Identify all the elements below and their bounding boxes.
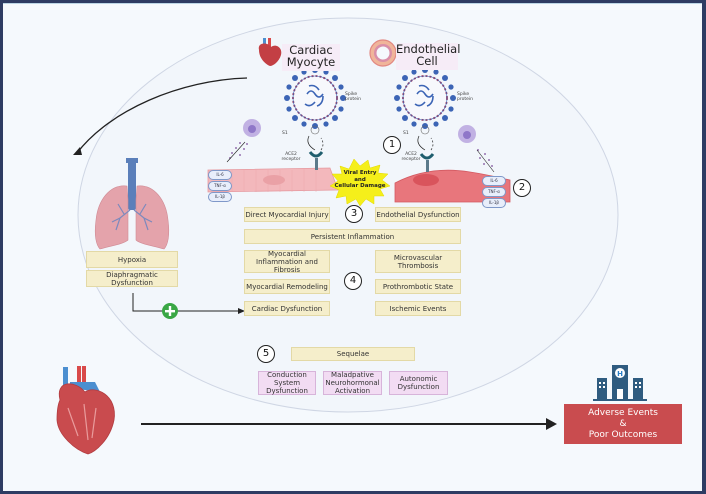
cardiac-myocyte-title: Cardiac Myocyte (282, 44, 340, 71)
immune-cell-right (458, 125, 476, 143)
starburst-label: Viral Entry and Cellular Damage (334, 170, 386, 190)
curved-arrow (76, 77, 248, 154)
persistent-inflammation-box: Persistent Inflammation (244, 229, 461, 244)
endothelial-cell-title: Endothelial Cell (396, 42, 461, 70)
s1-label-right: S1 (403, 131, 409, 136)
endothelial-nucleus (413, 174, 439, 186)
cytokine-tnf-right: TNF-α (482, 187, 506, 197)
cytokine-arrow-left (226, 141, 246, 163)
cytokine-il6-right: IL-6 (482, 176, 506, 186)
ace2-label-right: ACE2 receptor (401, 152, 421, 162)
anatomical-heart-icon (56, 366, 115, 455)
outcome-line-1: Adverse Events (588, 407, 658, 418)
endothelial-dysfunction-box: Endothelial Dysfunction (375, 207, 461, 222)
step-1-badge: 1 (383, 136, 401, 154)
sars-cov-2-virus-left (284, 67, 346, 151)
step-3-badge: 3 (345, 205, 363, 223)
endothelial-vessel-icon (369, 39, 397, 67)
sars-cov-2-virus-right (394, 67, 456, 151)
starburst-line-2: and (354, 176, 366, 183)
plus-icon (162, 303, 178, 319)
sequelae-header-box: Sequelae (291, 347, 415, 361)
cytokine-il6-left: IL-6 (208, 170, 232, 180)
hypoxia-box: Hypoxia (86, 251, 178, 268)
outcome-line-3: Poor Outcomes (588, 429, 658, 440)
cytokine-il1b-right: IL-1β (482, 198, 506, 208)
step-5-badge: 5 (257, 345, 275, 363)
starburst-line-3: Cellular Damage (334, 183, 386, 189)
myocyte-nucleus (263, 175, 285, 185)
spike-protein-label-right: Spike protein (457, 92, 473, 102)
step-4-badge: 4 (344, 272, 362, 290)
hospital-icon: H (593, 365, 647, 401)
adverse-outcomes-box: Adverse Events & Poor Outcomes (564, 404, 682, 444)
lungs-illustration (94, 158, 170, 250)
step-2-badge: 2 (513, 179, 531, 197)
ace2-receptor-right (419, 153, 435, 172)
diaphragmatic-dysfunction-box: Diaphragmatic Dysfunction (86, 270, 178, 287)
spike-protein-label-left: Spike protein (345, 92, 361, 102)
outcome-line-2: & (619, 418, 627, 429)
sequela-conduction-box: Conduction System Dysfunction (258, 371, 316, 395)
cardiac-dysfunction-box: Cardiac Dysfunction (244, 301, 330, 316)
cytokine-arrow-right (476, 149, 495, 173)
starburst-line-1: Viral Entry (343, 170, 377, 176)
ace2-label-left: ACE2 receptor (281, 152, 301, 162)
svg-text:H: H (617, 370, 623, 378)
prothrombotic-state-box: Prothrombotic State (375, 279, 461, 294)
myocardial-remodeling-box: Myocardial Remodeling (244, 279, 330, 294)
microvascular-thrombosis-box: Microvascular Thrombosis (375, 250, 461, 273)
cardiac-myocyte-heart-icon (258, 38, 282, 66)
cytokine-il1b-left: IL-1β (208, 192, 232, 202)
curved-arrow-head (73, 147, 82, 155)
sequela-neurohormonal-box: Maladpative Neurohormonal Activation (323, 371, 382, 395)
ace2-receptor-left (308, 151, 324, 170)
immune-cell-left (243, 119, 261, 137)
ischemic-events-box: Ischemic Events (375, 301, 461, 316)
lung-to-mechanism-arrow (132, 293, 238, 312)
direct-myocardial-injury-box: Direct Myocardial Injury (244, 207, 330, 222)
sequela-autonomic-box: Autonomic Dysfunction (389, 371, 448, 395)
cytokine-tnf-left: TNF-α (208, 181, 232, 191)
viral-entry-starburst (329, 158, 391, 207)
myocardial-inflammation-box: Myocardial Inflammation and Fibrosis (244, 250, 330, 274)
timeline-arrow-head (546, 418, 557, 430)
s1-label-left: S1 (282, 131, 288, 136)
